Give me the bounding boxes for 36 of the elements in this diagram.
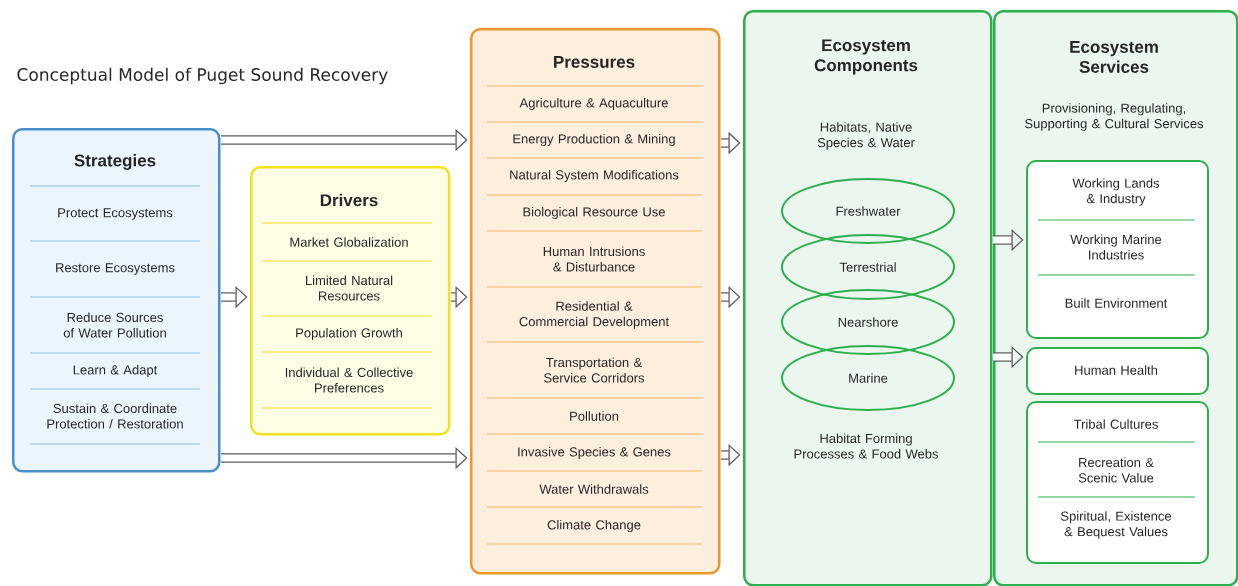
- box-heading: Pressures: [554, 56, 635, 68]
- list-item: Human Intrusions & Disturbance: [543, 246, 645, 272]
- list-item: Habitats, Native Species & Water: [817, 122, 915, 150]
- list-item: Working Marine Industries: [1070, 234, 1162, 260]
- box-heading: Drivers: [320, 193, 378, 207]
- list-item: Invasive Species & Genes: [518, 446, 671, 460]
- list-item: Transportation & Service Corridors: [544, 357, 645, 383]
- list-item: Energy Production & Mining: [513, 133, 675, 147]
- list-item: Market Globalization: [290, 237, 408, 247]
- list-item: Recreation & Scenic Value: [1078, 457, 1154, 483]
- list-item: Biological Resource Use: [523, 206, 665, 220]
- list-item: Individual & Collective Preferences: [285, 367, 413, 393]
- list-item: Climate Change: [547, 519, 641, 533]
- list-item: Residential & Commercial Development: [519, 301, 669, 329]
- list-item: Pollution: [570, 411, 619, 421]
- list-item: Water Withdrawals: [539, 484, 649, 494]
- box-heading: Ecosystem Services: [1070, 41, 1158, 73]
- list-item: Learn & Adapt: [73, 364, 158, 378]
- list-item: Limited Natural Resources: [306, 275, 393, 301]
- box-heading: Strategies: [74, 154, 156, 170]
- list-item: Population Growth: [296, 327, 402, 341]
- list-item: Built Environment: [1065, 298, 1168, 308]
- box-heading: Ecosystem Components: [814, 39, 918, 75]
- list-item: Working Lands & Industry: [1072, 178, 1160, 206]
- list-item: Provisioning, Regulating, Supporting & Cultural Services: [1025, 103, 1204, 131]
- list-item: Natural System Modifications: [510, 169, 679, 183]
- list-item: Reduce Sources of Water Pollution: [63, 312, 166, 338]
- diagram-title: Conceptual Model of Puget Sound Recovery: [17, 67, 388, 85]
- list-item: Human Health: [1075, 365, 1158, 375]
- list-item: Tribal Cultures: [1073, 419, 1158, 429]
- list-item: Spiritual, Existence & Bequest Values: [1061, 511, 1172, 539]
- list-item: Sustain & Coordinate Protection / Restoration: [47, 403, 183, 429]
- list-item: Habitat Forming Processes & Food Webs: [794, 433, 939, 459]
- list-item: Protect Ecosystems: [58, 208, 173, 220]
- list-item: Restore Ecosystems: [56, 263, 175, 275]
- list-item: Agriculture & Aquaculture: [519, 97, 668, 111]
